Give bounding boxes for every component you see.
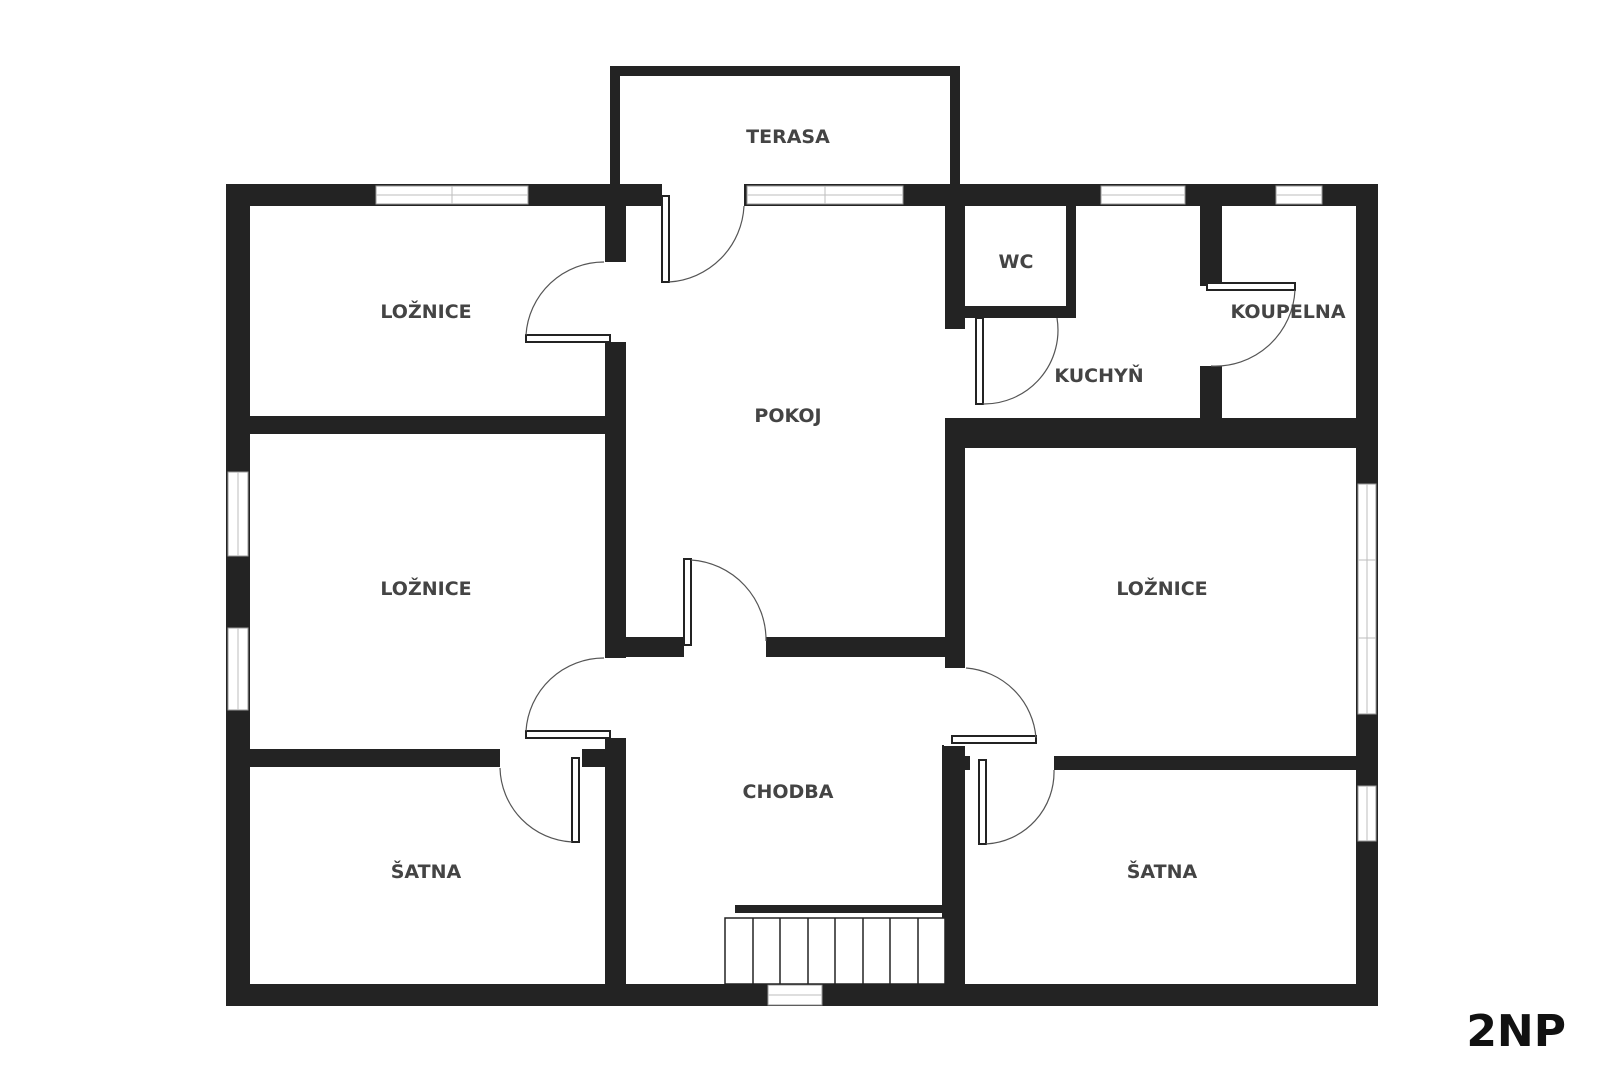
room-label-loznice-right: LOŽNICE bbox=[1116, 577, 1207, 600]
room-label-chodba: CHODBA bbox=[743, 781, 834, 803]
room-label-wc: WC bbox=[999, 251, 1034, 273]
windows bbox=[227, 185, 1377, 1006]
room-label-satna-right: ŠATNA bbox=[1127, 859, 1198, 883]
interior-walls bbox=[226, 184, 1378, 1006]
staircase bbox=[724, 917, 946, 985]
terrace bbox=[610, 66, 960, 186]
room-label-kuchyn: KUCHYŇ bbox=[1054, 364, 1143, 387]
doors bbox=[499, 184, 1296, 845]
room-labels: TERASA LOŽNICE POKOJ WC KUCHYŇ KOUPELNA … bbox=[380, 126, 1345, 883]
room-label-loznice-top-left: LOŽNICE bbox=[380, 300, 471, 323]
room-label-koupelna: KOUPELNA bbox=[1230, 301, 1345, 323]
room-label-satna-left: ŠATNA bbox=[391, 859, 462, 883]
room-label-pokoj: POKOJ bbox=[754, 405, 821, 427]
room-label-loznice-mid-left: LOŽNICE bbox=[380, 577, 471, 600]
room-label-terasa: TERASA bbox=[746, 126, 830, 148]
floor-label: 2NP bbox=[1466, 1006, 1566, 1057]
